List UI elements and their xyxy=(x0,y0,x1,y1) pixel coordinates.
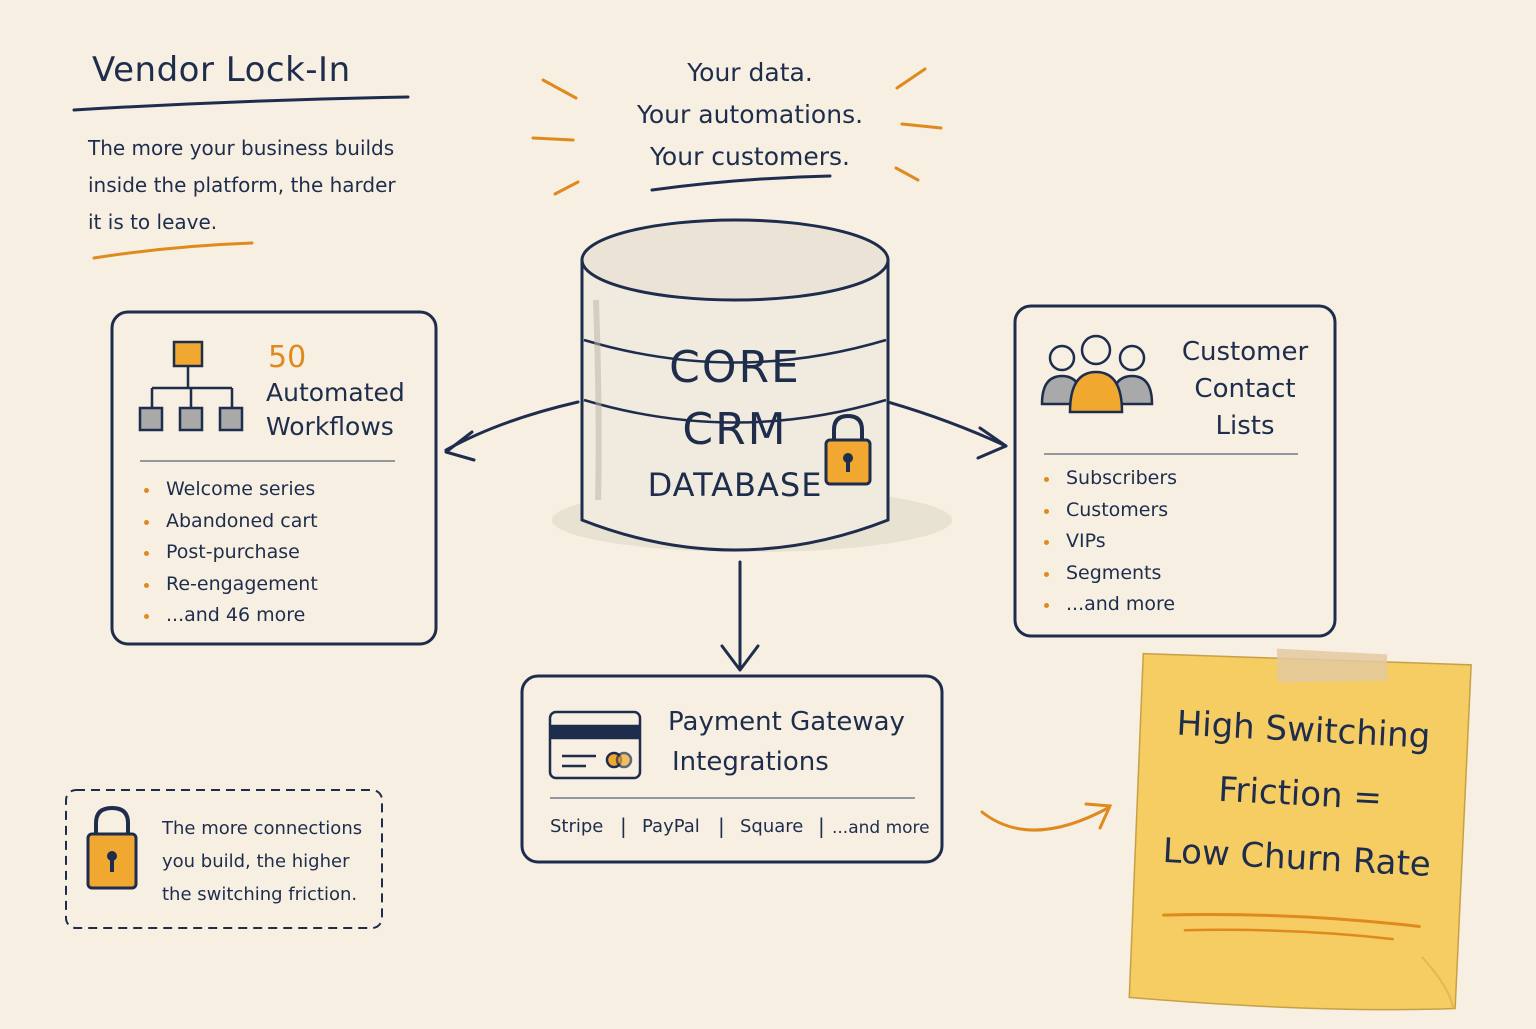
contacts-title-line: Contact xyxy=(1194,374,1296,404)
note-line: The more connections xyxy=(162,818,363,839)
people-group-icon xyxy=(1040,334,1154,414)
sticky-arrow xyxy=(980,802,1113,832)
list-item: Post-purchase xyxy=(142,537,422,569)
database-cylinder xyxy=(552,218,952,552)
contacts-list: Subscribers Customers VIPs Segments ...a… xyxy=(1042,463,1312,621)
provider-paypal: PayPal xyxy=(642,816,700,837)
list-item: VIPs xyxy=(1042,526,1312,558)
database-label-core: CORE xyxy=(669,342,801,393)
payments-title-line: Integrations xyxy=(672,747,829,777)
workflows-card-frame xyxy=(110,310,438,646)
contacts-title: Customer Contact Lists xyxy=(1170,334,1320,445)
list-item: Welcome series xyxy=(142,474,422,506)
connector-arrows xyxy=(444,400,1008,672)
intro-line: The more your business builds xyxy=(88,136,395,160)
contacts-card-frame xyxy=(1013,304,1337,638)
tagline: Your data. Your automations. Your custom… xyxy=(600,52,900,178)
list-item: Segments xyxy=(1042,558,1312,590)
list-item: Re-engagement xyxy=(142,569,422,601)
provider-square: Square xyxy=(740,816,804,837)
intro-underline xyxy=(92,241,254,260)
workflows-count: 50 xyxy=(268,340,307,375)
workflows-title: Automated Workflows xyxy=(266,376,405,444)
provider-separator: | xyxy=(718,814,725,838)
list-item: ...and 46 more xyxy=(142,600,422,632)
tagline-sparks xyxy=(531,67,943,196)
payments-title: Payment Gateway Integrations xyxy=(668,702,905,782)
page-title: Vendor Lock-In xyxy=(92,50,351,90)
contacts-title-line: Customer xyxy=(1181,337,1309,367)
list-item: Subscribers xyxy=(1042,463,1312,495)
contacts-title-line: Lists xyxy=(1215,411,1275,441)
payments-title-line: Payment Gateway xyxy=(668,707,905,737)
intro-line: inside the platform, the harder xyxy=(88,173,396,197)
intro-text: The more your business builds inside the… xyxy=(88,130,428,241)
note-lock-icon xyxy=(86,805,138,890)
provider-stripe: Stripe xyxy=(550,816,604,837)
title-underline xyxy=(72,95,410,112)
intro-line: it is to leave. xyxy=(88,210,218,234)
workflows-title-line: Automated xyxy=(266,378,405,407)
workflows-list: Welcome series Abandoned cart Post-purch… xyxy=(142,474,422,632)
tagline-line: Your customers. xyxy=(649,142,850,171)
credit-card-icon xyxy=(548,710,642,780)
sticky-note: High Switching Friction = Low Churn Rate xyxy=(1119,641,1478,1028)
tagline-line: Your automations. xyxy=(636,100,864,129)
list-item: ...and more xyxy=(1042,589,1312,621)
provider-separator: | xyxy=(620,814,627,838)
list-item: Abandoned cart xyxy=(142,506,422,538)
database-label-database: DATABASE xyxy=(647,466,823,504)
note-text: The more connections you build, the high… xyxy=(162,812,377,911)
database-label-crm: CRM xyxy=(682,404,788,455)
note-line: you build, the higher xyxy=(162,851,350,872)
database-lock-icon xyxy=(824,413,872,486)
org-chart-icon xyxy=(138,340,244,432)
workflows-title-line: Workflows xyxy=(266,412,394,441)
tagline-line: Your data. xyxy=(687,58,813,87)
note-frame xyxy=(65,789,383,929)
provider-more: ...and more xyxy=(832,818,930,838)
sticky-text: High Switching Friction = Low Churn Rate xyxy=(1135,690,1465,898)
payments-card-frame xyxy=(520,674,944,864)
list-item: Customers xyxy=(1042,495,1312,527)
note-line: the switching friction. xyxy=(162,884,358,905)
tagline-underline xyxy=(650,174,832,192)
provider-separator: | xyxy=(818,814,825,838)
